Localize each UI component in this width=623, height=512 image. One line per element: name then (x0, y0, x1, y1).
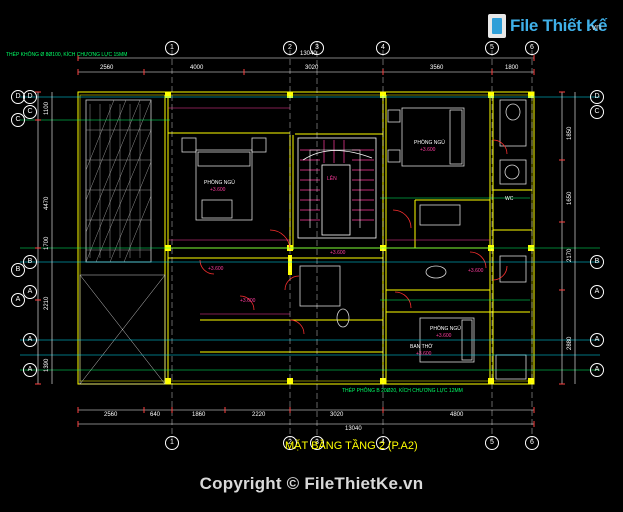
dimension-label: 3560 (430, 65, 444, 71)
dimension-label: 13040 (300, 51, 317, 57)
grid-bubble-right: A (590, 363, 604, 377)
grid-bubble-bottom: 3 (310, 436, 324, 450)
grid-bubble-right: A (590, 333, 604, 347)
grid-bubble-left-outer: A (11, 293, 25, 307)
dimension-label: 1650 (567, 191, 573, 205)
dimension-label: 4470 (44, 196, 50, 210)
grid-axes-vertical (171, 42, 533, 440)
dimension-label: 1850 (567, 126, 573, 140)
room-name: PHÒNG NGỦ (430, 326, 461, 332)
dimension-label: 1700 (44, 236, 50, 250)
grid-bubble-left-outer: D (11, 90, 25, 104)
brand-name: File Thiết Kế (510, 16, 608, 35)
green-dimension-lines (20, 119, 600, 371)
door-swings (199, 139, 508, 335)
file-icon (488, 14, 506, 38)
dimension-label: 1390 (44, 358, 50, 372)
bed-right (387, 107, 465, 167)
grid-bubble-right: D (590, 90, 604, 104)
room-level: +3.600 (436, 333, 452, 339)
grid-bubble-bottom: 1 (165, 436, 179, 450)
dimension-label: 3020 (305, 65, 319, 71)
dimension-label: 2210 (44, 296, 50, 310)
brand-domain: .vn (589, 22, 602, 32)
level-marker: +3.600 (240, 298, 256, 304)
room-name: PHÒNG NGỦ (414, 140, 445, 146)
grid-bubble-bottom: 2 (283, 436, 297, 450)
grid-bubble-left: A (23, 363, 37, 377)
copyright-watermark: Copyright © FileThietKe.vn (199, 474, 424, 493)
grid-bubble-top: 4 (376, 41, 390, 55)
dimension-label: 2220 (252, 412, 266, 418)
bath-fixtures (299, 99, 527, 328)
level-marker: +3.600 (208, 266, 224, 272)
dimension-label: 4800 (450, 412, 464, 418)
room-level: +3.600 (420, 147, 436, 153)
grid-bubble-left: D (23, 90, 37, 104)
grid-bubble-right: B (590, 255, 604, 269)
dimension-chains (37, 57, 576, 425)
brand-logo: File Thiết Kế .vn (488, 14, 614, 40)
grid-bubble-top: 2 (283, 41, 297, 55)
staircase (297, 137, 377, 239)
grid-bubble-left: C (23, 105, 37, 119)
cyan-axis-lines (20, 96, 600, 356)
room-level: +3.600 (416, 351, 432, 357)
dimension-label: 2170 (567, 248, 573, 262)
grid-bubble-top: 1 (165, 41, 179, 55)
balcony-hatch (85, 99, 152, 263)
wc-label: WC (505, 196, 514, 202)
plan-title: MẶT BẰNG TẦNG 2 (P.A2) (285, 440, 418, 452)
grid-bubble-right: A (590, 285, 604, 299)
level-marker: +3.600 (330, 250, 346, 256)
grid-bubble-left: A (23, 333, 37, 347)
grid-bubble-top: 3 (310, 41, 324, 55)
stair-up-label: LÊN (327, 176, 337, 182)
grid-bubble-bottom: 6 (525, 436, 539, 450)
level-marker: +3.600 (468, 268, 484, 274)
note-top: THÉP KHÔNG Ø 8Ø100, KÍCH CHƯƠNG LỰC 15MM (6, 52, 128, 58)
room-name: BAN THỜ (410, 344, 433, 350)
dimension-label: 2560 (100, 65, 114, 71)
dimension-label: 1100 (44, 102, 50, 115)
grid-bubble-bottom: 5 (485, 436, 499, 450)
grid-bubble-top: 6 (525, 41, 539, 55)
grid-bubble-left-outer: B (11, 263, 25, 277)
dimension-label: 1860 (192, 412, 206, 418)
grid-bubble-left-outer: C (11, 113, 25, 127)
dimension-label: 13040 (345, 426, 362, 432)
grid-bubble-bottom: 4 (376, 436, 390, 450)
dimension-label: 2880 (567, 336, 573, 350)
dimension-label: 1800 (505, 65, 519, 71)
note-bottom: THÉP PHÔNG B 20Ø20, KÍCH CHƯƠNG LỰC 12MM (342, 388, 463, 394)
dimension-label: 4000 (190, 65, 204, 71)
dimension-label: 3020 (330, 412, 344, 418)
grid-bubble-left: A (23, 285, 37, 299)
dimension-label: 2560 (104, 412, 118, 418)
grid-bubble-right: C (590, 105, 604, 119)
dimension-ticks (35, 55, 565, 427)
dimension-label: 640 (150, 412, 161, 418)
void-lines (79, 274, 166, 385)
inner-dims (168, 107, 490, 315)
room-name: PHÒNG NGỦ (204, 180, 235, 186)
room-level: +3.600 (210, 187, 226, 193)
bed-left (181, 137, 267, 221)
grid-bubble-top: 5 (485, 41, 499, 55)
grid-bubble-left: B (23, 255, 37, 269)
